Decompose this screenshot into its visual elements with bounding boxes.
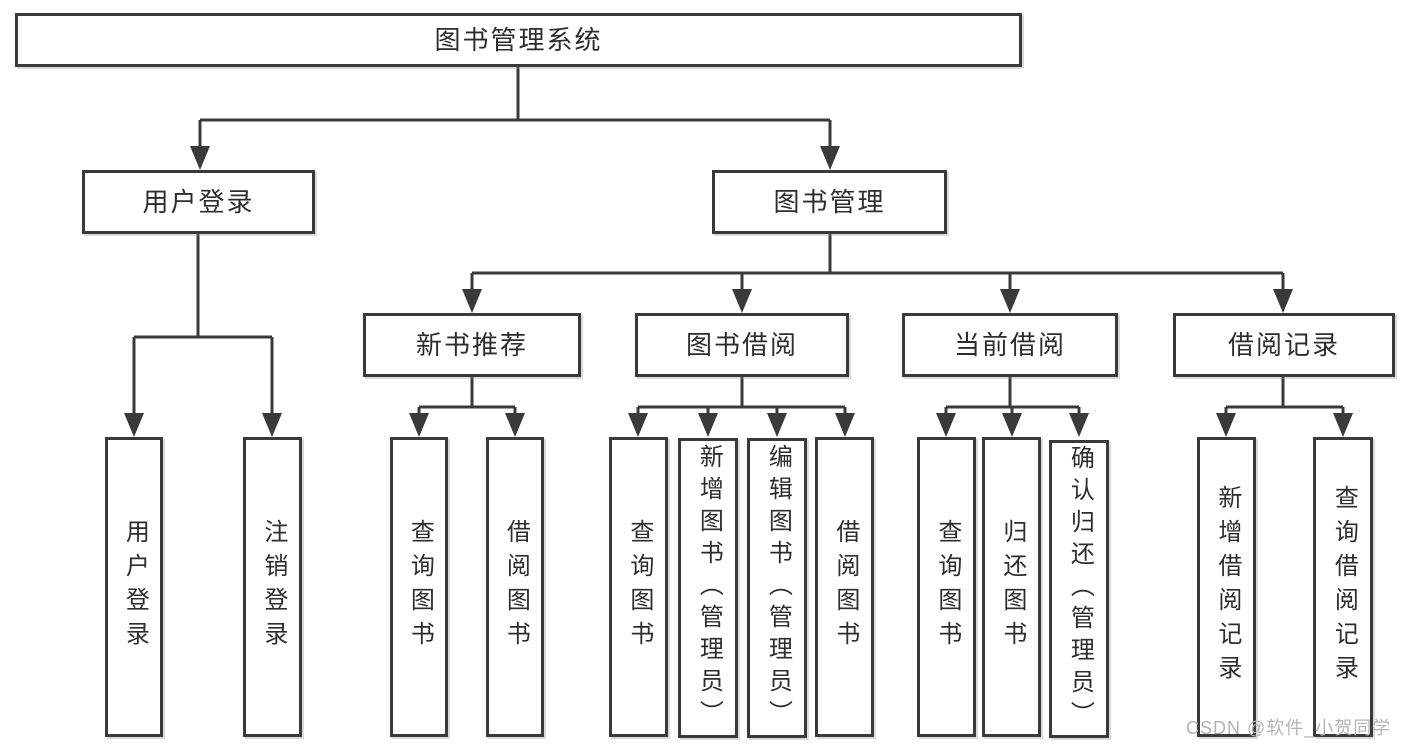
- leaf-records-query-record-label: 查询借阅记录: [1330, 485, 1358, 689]
- node-book-management: 图书管理: [712, 170, 947, 234]
- leaf-user-login: 用户登录: [105, 437, 163, 737]
- node-current-borrow-label: 当前借阅: [953, 330, 1066, 360]
- leaf-newbook-query-books: 查询图书: [390, 437, 448, 737]
- leaf-borrow-query-books-label: 查询图书: [625, 519, 653, 655]
- leaf-borrow-add-book-admin-label: 新增图书（管理员）: [695, 444, 723, 732]
- leaf-borrow-edit-book-admin-label: 编辑图书（管理员）: [764, 444, 792, 732]
- node-root: 图书管理系统: [15, 13, 1022, 67]
- node-root-label: 图书管理系统: [434, 25, 603, 55]
- node-new-book-recommend: 新书推荐: [363, 313, 581, 377]
- node-book-management-label: 图书管理: [773, 187, 886, 217]
- node-user-login-label: 用户登录: [142, 187, 255, 217]
- node-borrow-records-label: 借阅记录: [1227, 330, 1340, 360]
- leaf-current-query-books-label: 查询图书: [933, 519, 961, 655]
- leaf-current-return-books-label: 归还图书: [998, 519, 1026, 655]
- leaf-records-add-record: 新增借阅记录: [1197, 437, 1256, 737]
- node-current-borrow: 当前借阅: [902, 313, 1118, 377]
- csdn-watermark: CSDN @软件_小贺同学: [1186, 718, 1392, 738]
- leaf-records-add-record-label: 新增借阅记录: [1213, 485, 1241, 689]
- leaf-newbook-borrow-books-label: 借阅图书: [502, 519, 530, 655]
- leaf-current-query-books: 查询图书: [917, 437, 976, 737]
- leaf-current-confirm-return-admin-label: 确认归还（管理员）: [1066, 445, 1094, 733]
- connector-segments: [132, 66, 1345, 414]
- leaf-borrow-borrow-books: 借阅图书: [815, 437, 874, 737]
- node-user-login: 用户登录: [82, 170, 315, 234]
- leaf-borrow-query-books: 查询图书: [609, 437, 668, 737]
- leaf-newbook-borrow-books: 借阅图书: [486, 437, 544, 737]
- leaf-records-query-record: 查询借阅记录: [1313, 437, 1373, 737]
- leaf-borrow-edit-book-admin: 编辑图书（管理员）: [747, 438, 807, 738]
- node-book-borrow: 图书借阅: [635, 313, 849, 377]
- leaf-current-return-books: 归还图书: [982, 437, 1041, 737]
- node-book-borrow-label: 图书借阅: [685, 330, 798, 360]
- arrowheads: [124, 146, 1353, 437]
- leaf-logout: 注销登录: [243, 437, 302, 737]
- leaf-logout-label: 注销登录: [259, 519, 287, 655]
- leaf-borrow-add-book-admin: 新增图书（管理员）: [678, 438, 738, 738]
- leaf-newbook-query-books-label: 查询图书: [406, 519, 434, 655]
- leaf-user-login-label: 用户登录: [121, 519, 149, 655]
- node-new-book-recommend-label: 新书推荐: [415, 330, 528, 360]
- leaf-borrow-borrow-books-label: 借阅图书: [831, 519, 859, 655]
- node-borrow-records: 借阅记录: [1173, 313, 1395, 377]
- leaf-current-confirm-return-admin: 确认归还（管理员）: [1049, 440, 1109, 738]
